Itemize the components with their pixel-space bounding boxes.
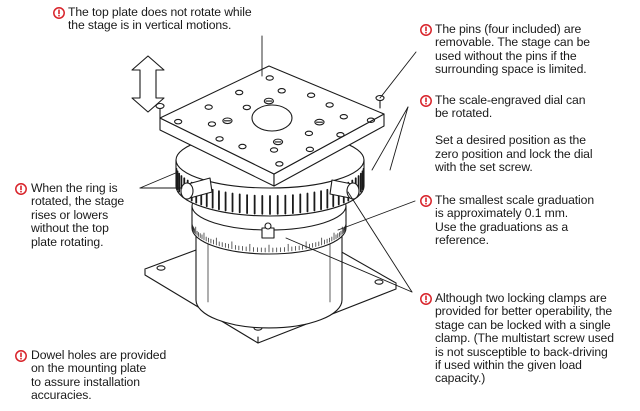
mounting-hole	[174, 118, 183, 125]
note-line: The top plate does not rotate while	[68, 5, 252, 19]
note-line: Although two locking clamps are	[435, 291, 607, 305]
note-line: The pins (four included) are	[435, 22, 582, 36]
mounting-hole	[275, 161, 284, 167]
note-line: stage can be locked with a single	[435, 317, 611, 332]
note-dial: The scale-engraved dial can be rotated. …	[435, 93, 593, 175]
note-ring: When the ring is rotated, the stage rise…	[31, 181, 125, 249]
exclamation-circle-icon	[420, 293, 432, 305]
exclamation-circle-icon	[53, 7, 65, 19]
locking-clamp-left	[180, 177, 213, 200]
note-line: is approximately 0.1 mm.	[435, 206, 569, 221]
note-line: used without the pins if the	[435, 48, 577, 63]
exclamation-circle-icon	[420, 95, 432, 107]
note-line: capacity.)	[435, 371, 486, 386]
locking-clamp-right	[329, 179, 360, 200]
tapped-hole	[272, 138, 284, 146]
note-line: rises or lowers	[31, 207, 109, 222]
note-line: the stage is in vertical motions.	[68, 18, 232, 33]
note-top-plate: The top plate does not rotate while the …	[68, 5, 252, 33]
mounting-hole	[366, 117, 376, 123]
vertical-motion-arrow	[131, 55, 165, 113]
mounting-hole	[325, 102, 334, 108]
center-bore	[251, 104, 293, 132]
tapped-hole	[314, 118, 325, 126]
mounting-hole	[238, 143, 247, 150]
note-line: reference.	[435, 233, 489, 248]
mounting-hole	[242, 104, 251, 111]
note-dowel: Dowel holes are provided on the mounting…	[31, 348, 167, 403]
mounting-hole	[277, 88, 286, 94]
note-line: zero position and lock the dial	[435, 146, 593, 161]
note-line: surrounding space is limited.	[435, 62, 587, 77]
note-line: Use the graduations as a	[435, 219, 569, 234]
note-line: The smallest scale graduation	[435, 193, 595, 207]
exclamation-circle-icon	[420, 195, 432, 207]
exclamation-circle-icon	[15, 183, 27, 195]
top-plate	[159, 65, 385, 187]
note-line: rotated, the stage	[31, 194, 125, 209]
note-line	[435, 121, 592, 134]
note-clamps: Although two locking clamps are provided…	[435, 291, 614, 386]
note-line: on the mounting plate	[31, 361, 147, 376]
mounting-hole	[204, 104, 213, 110]
note-line: if used within the given load	[435, 358, 582, 373]
note-line: be rotated.	[435, 106, 493, 121]
mounting-hole	[156, 265, 166, 271]
note-line: When the ring is	[31, 181, 118, 195]
exclamation-circle-icon	[15, 350, 27, 362]
note-line: clamp. (The multistart screw used	[435, 331, 614, 346]
mounting-hole	[265, 75, 274, 81]
note-line: removable. The stage can be	[435, 35, 590, 50]
mounting-hole	[305, 146, 315, 153]
removable-pin	[155, 102, 165, 119]
note-line: Dowel holes are provided	[31, 348, 167, 362]
mounting-hole	[207, 121, 217, 127]
exclamation-circle-icon	[420, 24, 432, 36]
note-line: plate rotating.	[31, 234, 104, 249]
note-line: The scale-engraved dial can	[435, 93, 586, 107]
mounting-hole	[304, 130, 314, 137]
note-line: with the set screw.	[435, 160, 533, 175]
note-line: without the top	[31, 221, 109, 236]
mounting-hole	[336, 132, 345, 138]
note-line: provided for better operability, the	[435, 304, 613, 319]
leader-lines	[139, 35, 417, 293]
note-graduation: The smallest scale graduation is approxi…	[435, 193, 595, 248]
tapped-hole	[263, 97, 275, 105]
note-pins: The pins (four included) are removable. …	[435, 22, 590, 77]
mounting-hole	[306, 92, 316, 99]
mounting-hole	[235, 89, 244, 96]
note-line: to assure installation	[31, 374, 140, 389]
note-line: accuracies.	[31, 388, 92, 403]
mounting-hole	[374, 279, 384, 285]
note-line: is not susceptible to back-driving	[435, 344, 608, 359]
mounting-hole	[339, 113, 348, 120]
tapped-hole	[222, 117, 233, 125]
note-line: Set a desired position as the	[435, 133, 586, 148]
mounting-hole	[215, 136, 224, 142]
mounting-hole	[269, 147, 279, 153]
